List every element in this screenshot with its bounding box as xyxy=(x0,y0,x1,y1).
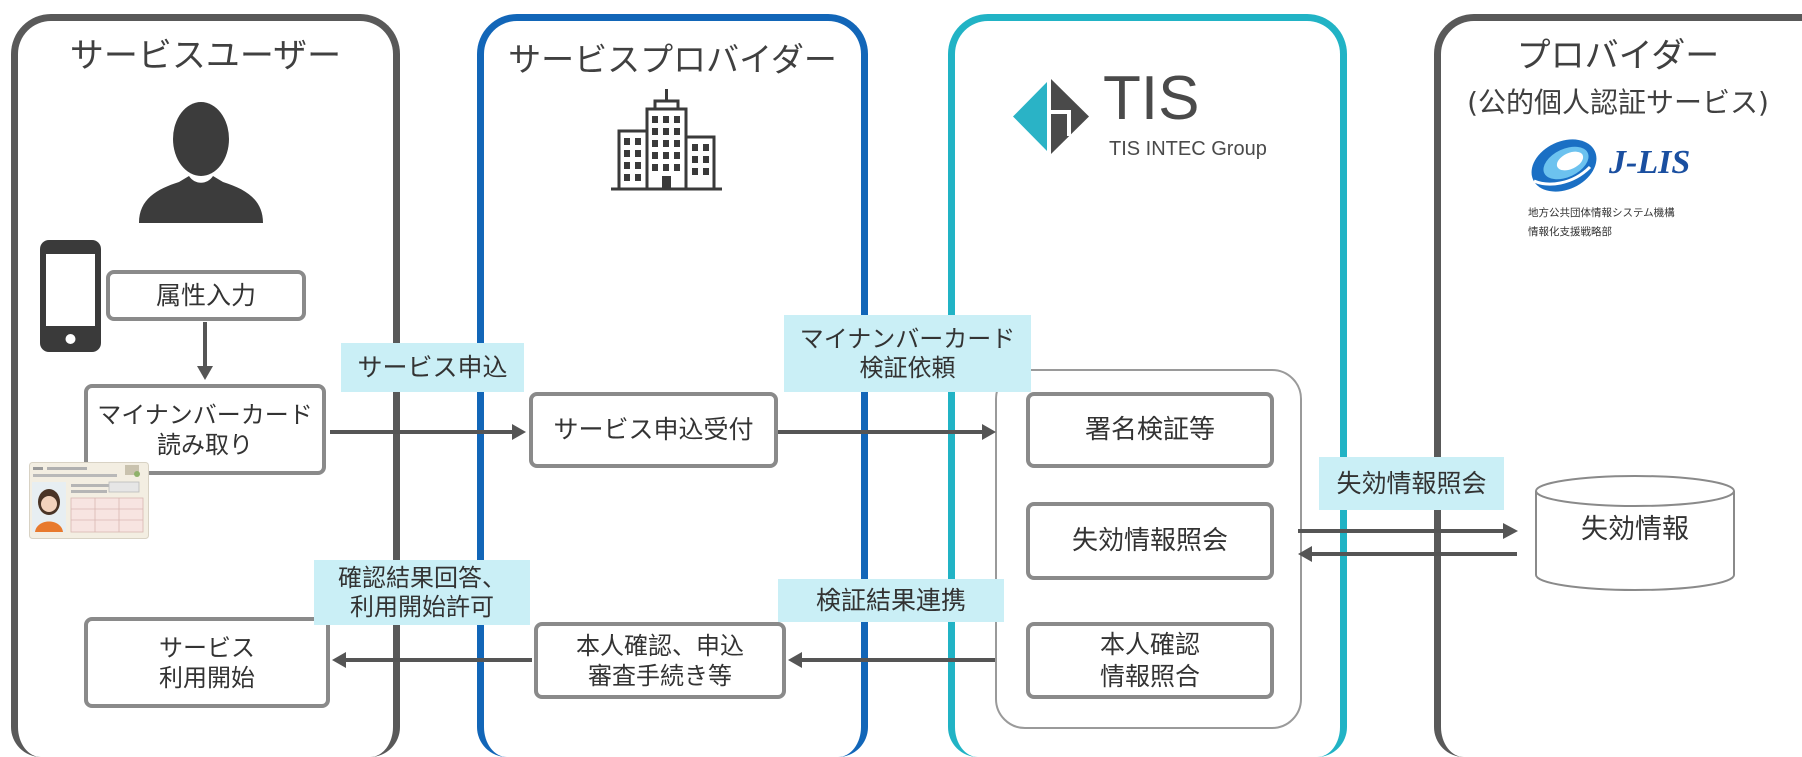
identity-review-line2: 審査手続き等 xyxy=(588,661,732,690)
flow-label-verification-result-text: 検証結果連携 xyxy=(815,585,966,615)
flow-label-confirmation-reply: 確認結果回答、 利用開始許可 xyxy=(314,560,530,625)
revocation-database-label: 失効情報 xyxy=(1581,514,1689,545)
tis-logo-icon xyxy=(1013,79,1089,154)
smartphone-icon xyxy=(40,240,101,352)
building-icon xyxy=(611,89,722,191)
application-receipt-label: サービス申込受付 xyxy=(553,415,754,445)
flow-label-revocation-query-text: 失効情報照会 xyxy=(1336,468,1487,498)
j-lis-logo-text: J-LIS xyxy=(1609,144,1691,181)
revocation-query-label: 失効情報照会 xyxy=(1071,525,1228,556)
identity-match-line2: 情報照合 xyxy=(1099,661,1200,691)
flow-label-card-verification-line1: マイナンバーカード xyxy=(799,324,1016,353)
provider-subtitle: (公的個人認証サービス) xyxy=(1467,86,1769,119)
my-number-card-icon xyxy=(29,462,149,539)
person-icon xyxy=(139,102,263,223)
flow-label-card-verification-line2: 検証依頼 xyxy=(859,353,956,382)
flow-label-confirmation-line2: 利用開始許可 xyxy=(350,592,494,621)
j-lis-department: 情報化支援戦略部 xyxy=(1528,226,1612,238)
database-cylinder-icon xyxy=(1535,475,1735,591)
identity-review-box: 本人確認、申込 審査手続き等 xyxy=(534,622,786,699)
j-lis-org-name: 地方公共団体情報システム機構 xyxy=(1528,207,1675,219)
service-start-line1: サービス xyxy=(159,633,255,662)
j-lis-logo-icon xyxy=(1531,139,1597,192)
card-read-box: マイナンバーカード 読み取り xyxy=(84,384,326,475)
provider-column xyxy=(1434,14,1802,757)
service-provider-title: サービスプロバイダー xyxy=(508,40,837,79)
signature-verification-box: 署名検証等 xyxy=(1026,392,1274,468)
identity-match-line1: 本人確認 xyxy=(1099,630,1200,660)
card-read-line1: マイナンバーカード xyxy=(97,400,313,429)
tis-logo-subtext: TIS INTEC Group xyxy=(1109,138,1267,160)
identity-match-box: 本人確認 情報照合 xyxy=(1026,622,1274,699)
application-receipt-box: サービス申込受付 xyxy=(529,392,778,468)
card-read-line2: 読み取り xyxy=(157,430,253,459)
flow-label-service-application-text: サービス申込 xyxy=(357,352,508,382)
attribute-input-label: 属性入力 xyxy=(155,280,256,310)
revocation-query-box: 失効情報照会 xyxy=(1026,502,1274,580)
service-user-title: サービスユーザー xyxy=(69,36,342,76)
attribute-input-box: 属性入力 xyxy=(106,270,306,321)
service-start-box: サービス 利用開始 xyxy=(84,617,330,708)
provider-title: プロバイダー xyxy=(1516,36,1720,76)
flow-label-verification-result: 検証結果連携 xyxy=(778,579,1004,622)
tis-logo-text: TIS xyxy=(1103,64,1200,133)
signature-verification-label: 署名検証等 xyxy=(1084,414,1215,445)
flow-label-revocation-query: 失効情報照会 xyxy=(1319,457,1504,510)
flow-label-card-verification-request: マイナンバーカード 検証依頼 xyxy=(784,315,1031,392)
flow-label-service-application: サービス申込 xyxy=(341,343,524,392)
identity-review-line1: 本人確認、申込 xyxy=(576,631,744,660)
revocation-database: 失効情報 xyxy=(1534,474,1736,592)
service-start-line2: 利用開始 xyxy=(159,663,255,692)
flow-label-confirmation-line1: 確認結果回答、 xyxy=(338,563,506,592)
